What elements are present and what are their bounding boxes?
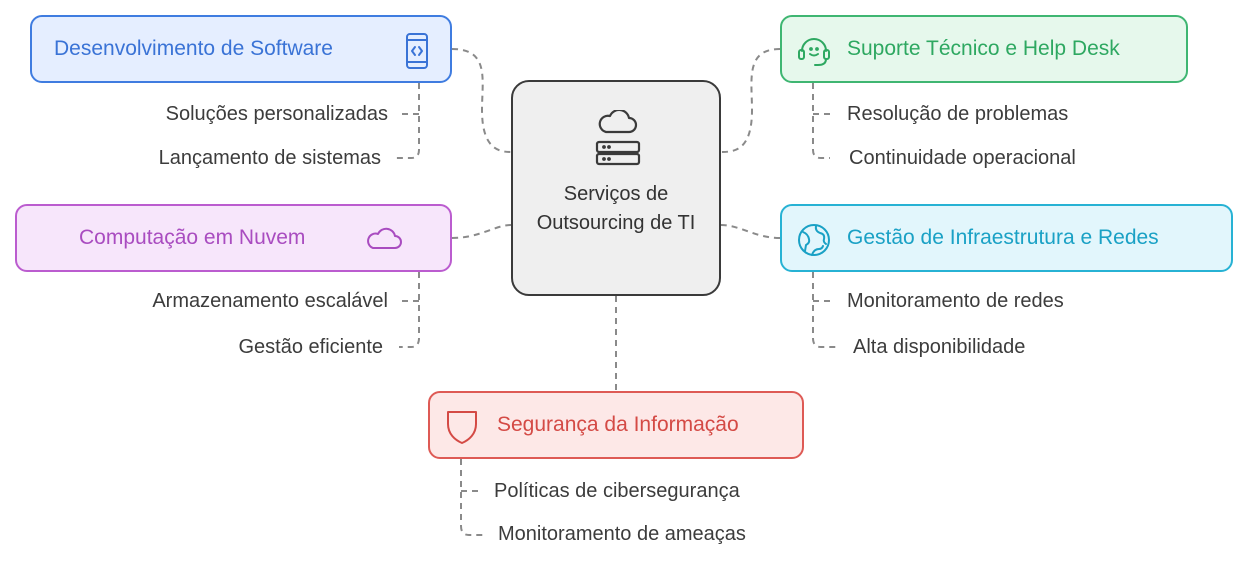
- list-item: Lançamento de sistemas: [158, 147, 381, 169]
- list-item: Alta disponibilidade: [853, 336, 1026, 358]
- headset-icon: [794, 31, 834, 76]
- category-label: Suporte Técnico e Help Desk: [847, 37, 1120, 60]
- list-item: Continuidade operacional: [849, 147, 1076, 169]
- list-item: Políticas de cibersegurança: [494, 480, 740, 502]
- category-information-security: Segurança da Informação: [428, 391, 804, 459]
- category-label: Desenvolvimento de Software: [54, 37, 333, 60]
- center-label: Serviços de Outsourcing de TI: [536, 183, 696, 234]
- mobile-code-icon: [404, 32, 430, 75]
- list-item: Armazenamento escalável: [152, 290, 388, 312]
- category-label: Computação em Nuvem: [79, 226, 306, 249]
- cloud-icon: [364, 223, 404, 258]
- category-cloud-computing: Computação em Nuvem: [15, 204, 452, 272]
- shield-icon: [442, 406, 482, 451]
- category-label: Segurança da Informação: [497, 413, 739, 436]
- category-technical-support: Suporte Técnico e Help Desk: [780, 15, 1188, 83]
- list-item: Monitoramento de redes: [847, 290, 1064, 312]
- list-item: Soluções personalizadas: [165, 103, 388, 125]
- category-software-development: Desenvolvimento de Software: [30, 15, 452, 83]
- cloud-server-icon: [593, 108, 643, 175]
- center-node: Serviços de Outsourcing de TI: [511, 80, 721, 296]
- list-item: Resolução de problemas: [847, 103, 1069, 125]
- globe-icon: [794, 220, 834, 265]
- list-item: Monitoramento de ameaças: [498, 523, 746, 545]
- list-item: Gestão eficiente: [238, 336, 383, 358]
- category-infrastructure-networks: Gestão de Infraestrutura e Redes: [780, 204, 1233, 272]
- category-label: Gestão de Infraestrutura e Redes: [847, 226, 1159, 249]
